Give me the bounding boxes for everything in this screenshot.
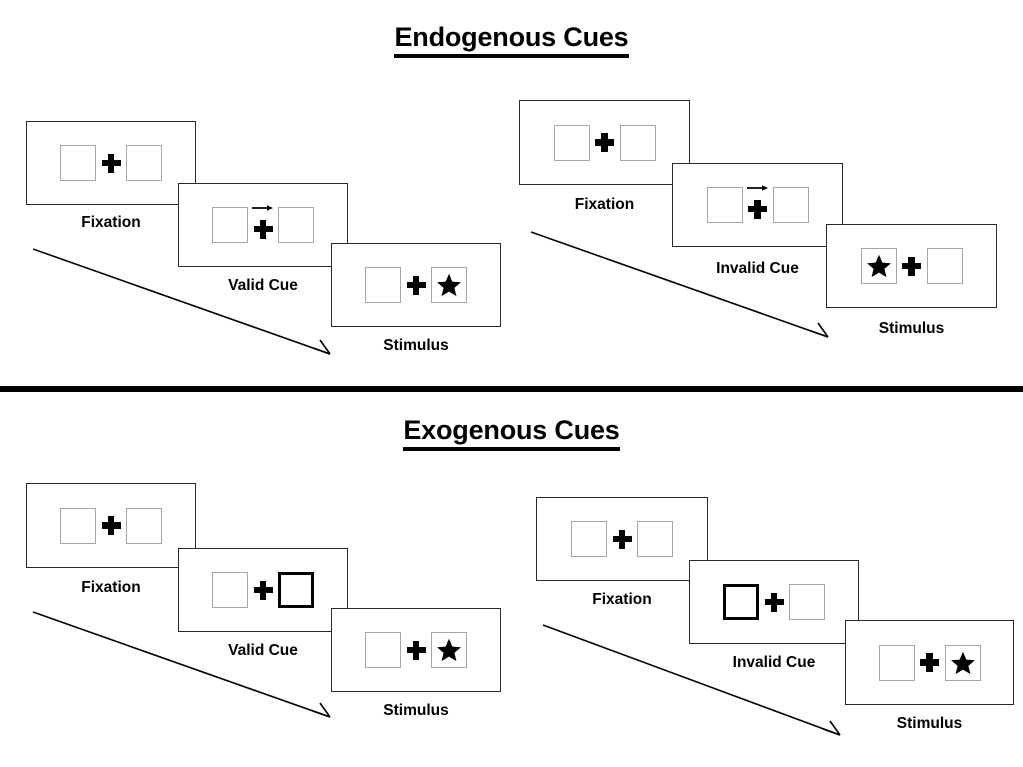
square-placeholder-icon-left <box>878 644 915 681</box>
frame-contents <box>27 122 195 204</box>
frame-contents <box>332 609 500 691</box>
plus-icon <box>902 256 921 276</box>
square-placeholder-icon-right <box>431 267 467 303</box>
star-icon <box>866 254 891 278</box>
frame-contents <box>179 184 347 266</box>
square-placeholder-icon-left <box>365 632 401 668</box>
caption-endogenous-valid-cue: Valid Cue <box>228 277 298 294</box>
square-placeholder-icon-left <box>553 124 590 161</box>
square-placeholder-icon-right <box>278 207 314 243</box>
frame-contents <box>520 101 689 184</box>
trial-frame-stimulus <box>826 224 997 308</box>
caption-endogenous-valid-stimulus: Stimulus <box>383 337 449 354</box>
plus-icon <box>253 219 273 239</box>
arrow-right-icon <box>252 205 273 211</box>
square-placeholder-icon-left <box>706 187 743 223</box>
caption-endogenous-invalid-stimulus: Stimulus <box>878 320 945 337</box>
arrow-right-icon <box>746 185 768 191</box>
fixation-cross-wrap <box>96 143 126 183</box>
caption-endogenous-invalid-fixation: Fixation <box>574 196 635 213</box>
star-icon <box>437 638 461 662</box>
trial-frame-valid-cue <box>178 548 348 632</box>
time-arrow-exogenous-invalid <box>542 624 841 736</box>
section-title-endogenous: Endogenous Cues <box>0 22 1023 58</box>
section-title-exogenous: Exogenous Cues <box>0 415 1023 451</box>
frame-contents <box>332 244 500 326</box>
star-icon <box>950 651 975 674</box>
caption-exogenous-invalid-fixation: Fixation <box>592 591 652 608</box>
trial-frame-stimulus <box>331 243 501 327</box>
highlighted-square-icon-left <box>723 584 759 620</box>
square-placeholder-icon-left <box>860 248 897 284</box>
section-divider <box>0 386 1023 392</box>
plus-icon <box>406 640 426 660</box>
fixation-cross-wrap <box>915 643 945 683</box>
highlighted-square-icon-right <box>278 572 314 608</box>
time-arrow-endogenous-invalid <box>530 231 829 338</box>
caption-exogenous-valid-stimulus: Stimulus <box>383 702 449 719</box>
fixation-cross-wrap <box>96 506 126 546</box>
square-placeholder-icon-left <box>212 572 248 608</box>
fixation-cross-wrap <box>248 570 278 610</box>
frame-contents <box>690 561 858 643</box>
frame-contents <box>179 549 347 631</box>
trial-frame-invalid-cue <box>672 163 843 247</box>
fixation-cross-wrap <box>401 265 431 305</box>
square-placeholder-icon-right <box>431 632 467 668</box>
frame-contents <box>537 498 707 580</box>
trial-frame-fixation <box>26 121 196 205</box>
plus-icon <box>920 653 939 672</box>
plus-icon <box>406 275 426 295</box>
plus-icon <box>595 133 614 152</box>
trial-frame-valid-cue <box>178 183 348 267</box>
square-placeholder-icon-left <box>60 507 96 544</box>
time-arrow-endogenous-valid <box>32 248 331 355</box>
plus-icon <box>764 592 784 612</box>
plus-icon <box>748 199 767 219</box>
square-placeholder-icon-left <box>60 145 96 181</box>
plus-icon <box>101 516 121 535</box>
square-placeholder-icon-right <box>772 187 809 223</box>
fixation-cross-wrap <box>607 519 637 559</box>
fixation-cross-wrap <box>590 123 620 163</box>
section-title-exogenous-text: Exogenous Cues <box>403 415 620 451</box>
caption-exogenous-valid-fixation: Fixation <box>81 579 141 596</box>
fixation-cross-wrap <box>759 582 789 622</box>
plus-icon <box>101 153 121 173</box>
caption-exogenous-invalid-cue: Invalid Cue <box>732 654 816 671</box>
caption-exogenous-valid-cue: Valid Cue <box>228 642 298 659</box>
frame-contents <box>827 225 996 307</box>
trial-frame-stimulus <box>331 608 501 692</box>
square-placeholder-icon-right <box>789 584 825 620</box>
plus-icon <box>253 580 273 600</box>
square-placeholder-icon-left <box>212 207 248 243</box>
trial-frame-fixation <box>519 100 690 185</box>
fixation-cross-wrap <box>248 205 278 245</box>
fixation-cross-wrap <box>743 185 773 225</box>
star-icon <box>437 273 461 297</box>
caption-endogenous-valid-fixation: Fixation <box>81 214 141 231</box>
frame-contents <box>673 164 842 246</box>
square-placeholder-icon-left <box>365 267 401 303</box>
fixation-cross-wrap <box>401 630 431 670</box>
square-placeholder-icon-right <box>926 248 963 284</box>
square-placeholder-icon-right <box>637 521 673 557</box>
trial-frame-invalid-cue <box>689 560 859 644</box>
section-title-endogenous-text: Endogenous Cues <box>394 22 629 58</box>
caption-exogenous-invalid-stimulus: Stimulus <box>896 715 963 732</box>
time-arrow-exogenous-valid <box>32 611 331 718</box>
square-placeholder-icon-right <box>944 644 981 681</box>
trial-frame-stimulus <box>845 620 1014 705</box>
square-placeholder-icon-right <box>126 507 162 544</box>
square-placeholder-icon-right <box>619 124 656 161</box>
square-placeholder-icon-left <box>571 521 607 557</box>
fixation-cross-wrap <box>897 246 927 286</box>
frame-contents <box>27 484 195 567</box>
frame-contents <box>846 621 1013 704</box>
plus-icon <box>612 529 632 549</box>
trial-frame-fixation <box>536 497 708 581</box>
square-placeholder-icon-right <box>126 145 162 181</box>
trial-frame-fixation <box>26 483 196 568</box>
caption-endogenous-invalid-cue: Invalid Cue <box>716 260 799 277</box>
